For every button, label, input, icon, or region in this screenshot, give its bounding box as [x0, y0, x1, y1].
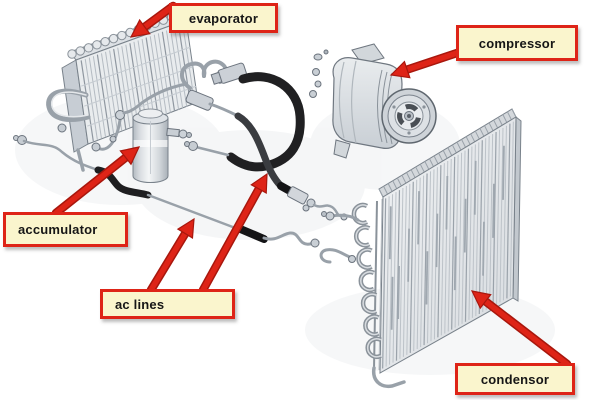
condenser-illustration	[302, 108, 522, 389]
callout-evaporator-text: evaporator	[188, 10, 259, 26]
callout-condensor-text: condensor	[480, 371, 550, 387]
compressor-illustration	[309, 43, 437, 159]
arrow-accumulator	[51, 146, 141, 218]
callout-compressor: compressor	[456, 25, 578, 61]
callout-accumulator: accumulator	[3, 212, 128, 247]
callout-compressor-text: compressor	[478, 35, 556, 51]
arrow-evaporator	[129, 1, 178, 38]
arrow-ac-lines-1	[146, 217, 195, 295]
accumulator-illustration	[132, 108, 192, 183]
callout-ac-lines-text: ac lines	[115, 296, 165, 312]
callout-accumulator-text: accumulator	[18, 222, 98, 237]
arrow-condensor	[470, 290, 572, 369]
arrow-ac-lines-2	[198, 172, 268, 295]
callout-evaporator: evaporator	[169, 3, 278, 33]
ac-lines-illustration	[13, 59, 348, 248]
callout-ac-lines: ac lines	[100, 289, 235, 319]
arrow-compressor	[389, 47, 465, 79]
evaporator-illustration	[46, 9, 199, 172]
callout-condensor: condensor	[455, 363, 575, 395]
